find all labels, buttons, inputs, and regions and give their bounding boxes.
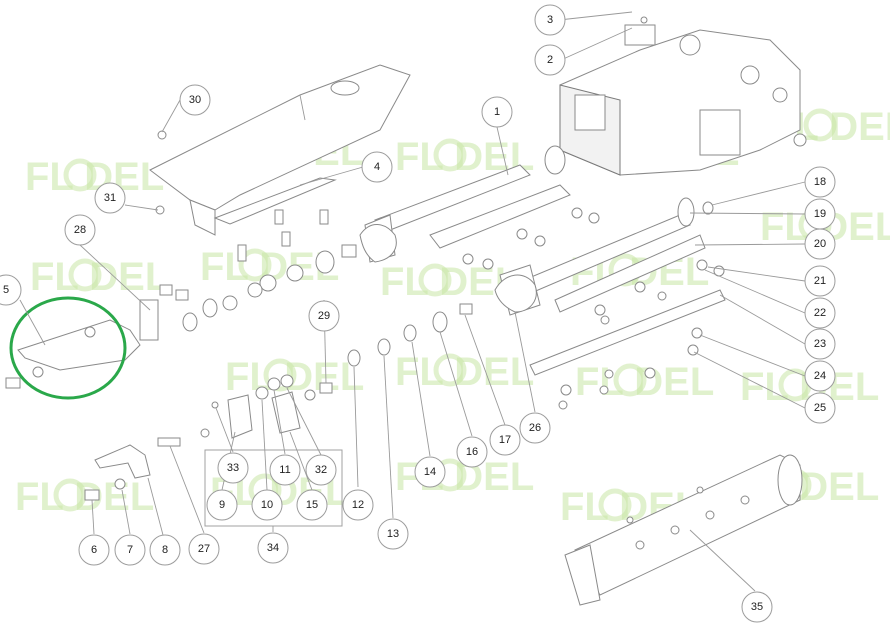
bracket-plates — [227, 391, 301, 439]
callout-6: 6 — [78, 534, 110, 566]
callout-19: 19 — [804, 198, 836, 230]
upper-cover-plate — [149, 64, 411, 236]
callout-16: 16 — [456, 436, 488, 468]
leader-lines — [19, 11, 806, 592]
svg-text:4: 4 — [374, 161, 380, 173]
svg-text:13: 13 — [387, 528, 399, 540]
callout-29: 29 — [308, 300, 340, 332]
highlight-circle — [9, 296, 127, 400]
svg-text:22: 22 — [814, 307, 826, 319]
callout-5: 5 — [0, 274, 22, 306]
highlighted-arm-5 — [5, 299, 159, 389]
callout-14: 14 — [414, 456, 446, 488]
kit-bracket-34 — [204, 449, 343, 527]
svg-text:29: 29 — [318, 310, 330, 322]
gearbox — [544, 16, 807, 176]
watermark: FL DEL — [575, 360, 714, 404]
svg-text:2: 2 — [547, 54, 553, 66]
watermark: FL DEL — [30, 255, 169, 299]
callout-34: 34 — [257, 532, 289, 564]
svg-text:26: 26 — [529, 422, 541, 434]
callout-17: 17 — [489, 424, 521, 456]
callout-13: 13 — [377, 518, 409, 550]
callout-12: 12 — [342, 489, 374, 521]
callout-9: 9 — [206, 489, 238, 521]
svg-text:30: 30 — [189, 94, 201, 106]
svg-text:15: 15 — [306, 499, 318, 511]
svg-text:34: 34 — [267, 542, 279, 554]
svg-text:33: 33 — [227, 462, 239, 474]
callout-22: 22 — [804, 297, 836, 329]
svg-text:6: 6 — [91, 544, 97, 556]
callout-28: 28 — [64, 214, 96, 246]
callout-11: 11 — [269, 454, 301, 486]
svg-text:8: 8 — [162, 544, 168, 556]
svg-text:32: 32 — [315, 464, 327, 476]
side-strip-24 — [529, 289, 726, 376]
callout-35: 35 — [741, 591, 773, 623]
svg-text:9: 9 — [219, 499, 225, 511]
svg-text:27: 27 — [198, 543, 210, 555]
watermark: FL DEL — [395, 350, 534, 394]
svg-text:28: 28 — [74, 224, 86, 236]
callout-1: 1 — [481, 96, 513, 128]
callout-20: 20 — [804, 228, 836, 260]
svg-text:12: 12 — [352, 499, 364, 511]
svg-text:14: 14 — [424, 466, 436, 478]
watermark: FL DEL — [380, 260, 519, 304]
callout-33: 33 — [217, 452, 249, 484]
watermark: FL DEL — [225, 355, 364, 399]
callout-25: 25 — [804, 392, 836, 424]
watermark: FL DEL — [25, 155, 164, 199]
callout-26: 26 — [519, 412, 551, 444]
svg-text:20: 20 — [814, 238, 826, 250]
svg-text:24: 24 — [814, 370, 826, 382]
svg-text:7: 7 — [127, 544, 133, 556]
callout-2: 2 — [534, 44, 566, 76]
auger-assembly — [564, 454, 803, 606]
watermark: FL DEL — [200, 245, 339, 289]
svg-text:23: 23 — [814, 338, 826, 350]
callout-10: 10 — [251, 489, 283, 521]
callout-31: 31 — [94, 182, 126, 214]
svg-text:19: 19 — [814, 208, 826, 220]
svg-text:10: 10 — [261, 499, 273, 511]
callout-32: 32 — [305, 454, 337, 486]
callout-24: 24 — [804, 360, 836, 392]
svg-text:17: 17 — [499, 434, 511, 446]
callout-18: 18 — [804, 166, 836, 198]
callout-3: 3 — [534, 4, 566, 36]
callout-8: 8 — [149, 534, 181, 566]
svg-text:11: 11 — [279, 464, 290, 476]
svg-text:31: 31 — [104, 192, 116, 204]
watermark: FL DEL — [15, 475, 154, 519]
lever-arm — [94, 444, 151, 479]
svg-text:3: 3 — [547, 14, 553, 26]
svg-text:35: 35 — [751, 601, 763, 613]
callout-7: 7 — [114, 534, 146, 566]
svg-text:16: 16 — [466, 446, 478, 458]
svg-text:18: 18 — [814, 176, 826, 188]
callout-15: 15 — [296, 489, 328, 521]
auger-flight-lower — [494, 274, 537, 313]
callout-4: 4 — [361, 151, 393, 183]
svg-text:21: 21 — [814, 275, 826, 287]
svg-text:5: 5 — [3, 284, 9, 296]
callout-27: 27 — [188, 533, 220, 565]
callout-30: 30 — [179, 84, 211, 116]
svg-text:1: 1 — [494, 106, 500, 118]
callout-23: 23 — [804, 328, 836, 360]
callout-21: 21 — [804, 265, 836, 297]
svg-text:25: 25 — [814, 402, 826, 414]
side-strip-4 — [213, 177, 337, 225]
auger-flight-upper — [359, 224, 397, 263]
